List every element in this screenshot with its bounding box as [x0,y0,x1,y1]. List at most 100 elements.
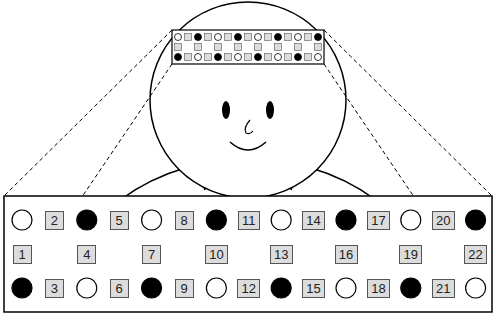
electrode-circle [142,278,162,298]
electrode-number: 17 [371,214,385,227]
electrode-number: 8 [180,214,187,227]
electrode-number: 12 [242,282,256,295]
mini-electrode-box [305,34,312,41]
mini-electrode-box [265,34,272,41]
electrode-circle [206,210,226,230]
smile [230,142,266,150]
electrode-number: 10 [209,248,223,261]
electrode-circle [401,278,421,298]
mini-electrode-circle [275,34,282,41]
electrode-circle [271,278,291,298]
electrode-number-box: 21 [432,279,455,298]
electrode-circle [142,210,162,230]
electrode-number-box: 16 [335,245,358,264]
electrode-circle [336,278,356,298]
electrode-number: 7 [148,248,155,261]
electrode-number-box: 6 [110,279,129,298]
mini-electrode-box [285,54,292,61]
electrode-number-box: 18 [367,279,390,298]
mini-electrode-box [245,34,252,41]
mini-electrode-box [295,44,302,51]
electrode-number: 5 [116,214,123,227]
electrode-number: 11 [242,214,256,227]
electrode-number-box: 5 [110,211,129,230]
electrode-number: 19 [404,248,418,261]
mini-electrode-box [265,54,272,61]
head-figure [120,2,376,200]
mini-electrode-box [185,54,192,61]
electrode-number-box: 10 [205,245,228,264]
electrode-number-box: 9 [175,279,194,298]
electrode-number: 22 [468,248,482,261]
mini-electrode-box [195,44,202,51]
mini-electrode-circle [215,54,222,61]
electrode-number: 6 [116,282,123,295]
mini-electrode-box [245,54,252,61]
electrode-circle [271,210,291,230]
mini-electrode-circle [275,54,282,61]
electrode-number: 14 [306,214,320,227]
mini-electrode-circle [175,34,182,41]
electrode-dots [12,210,486,298]
zoom-line [324,30,492,196]
mini-electrode-box [185,34,192,41]
headband-electrodes [175,34,322,61]
electrode-number: 18 [371,282,385,295]
electrode-circle [401,210,421,230]
electrode-circle [77,278,97,298]
mini-electrode-circle [195,34,202,41]
electrode-number: 2 [51,214,58,227]
mini-electrode-circle [255,34,262,41]
electrode-number-box: 3 [45,279,64,298]
mini-electrode-box [315,44,322,51]
mini-electrode-circle [295,54,302,61]
electrode-number-box: 4 [77,245,96,264]
electrode-circle [12,210,32,230]
head-outline [150,2,346,198]
mini-electrode-box [225,54,232,61]
electrode-number-box: 15 [302,279,325,298]
mini-electrode-circle [315,34,322,41]
mini-electrode-box [255,44,262,51]
headband [172,30,324,64]
zoom-lines [4,30,492,312]
mini-electrode-circle [235,34,242,41]
mini-electrode-box [305,54,312,61]
electrode-number-box: 19 [399,245,422,264]
electrode-number: 4 [83,248,90,261]
mini-electrode-circle [315,54,322,61]
electrode-number: 3 [51,282,58,295]
mini-electrode-box [175,44,182,51]
mini-electrode-circle [195,54,202,61]
eye [222,101,230,119]
electrode-number-box: 14 [302,211,325,230]
mini-electrode-box [205,34,212,41]
mini-electrode-box [205,54,212,61]
zoom-line [4,30,172,196]
electrode-circle [12,278,32,298]
electrode-number-box: 11 [238,211,260,230]
mini-electrode-box [235,44,242,51]
electrode-number-box: 1 [13,245,32,264]
mini-electrode-circle [235,54,242,61]
mini-electrode-box [285,34,292,41]
mini-electrode-box [225,34,232,41]
electrode-number: 21 [436,282,450,295]
mini-electrode-circle [255,54,262,61]
electrode-number-box: 7 [142,245,161,264]
zoom-panel [4,196,492,312]
electrode-number: 1 [18,248,25,261]
electrode-number-box: 2 [45,211,64,230]
electrode-number: 20 [436,214,450,227]
electrode-circle [77,210,97,230]
mini-electrode-circle [175,54,182,61]
electrode-circle [466,278,486,298]
electrode-number-box: 12 [237,279,260,298]
electrode-number: 16 [339,248,353,261]
electrode-number-box: 20 [432,211,455,230]
electrode-number: 15 [306,282,320,295]
mini-electrode-box [215,44,222,51]
eye [266,101,274,119]
electrode-circle [206,278,226,298]
